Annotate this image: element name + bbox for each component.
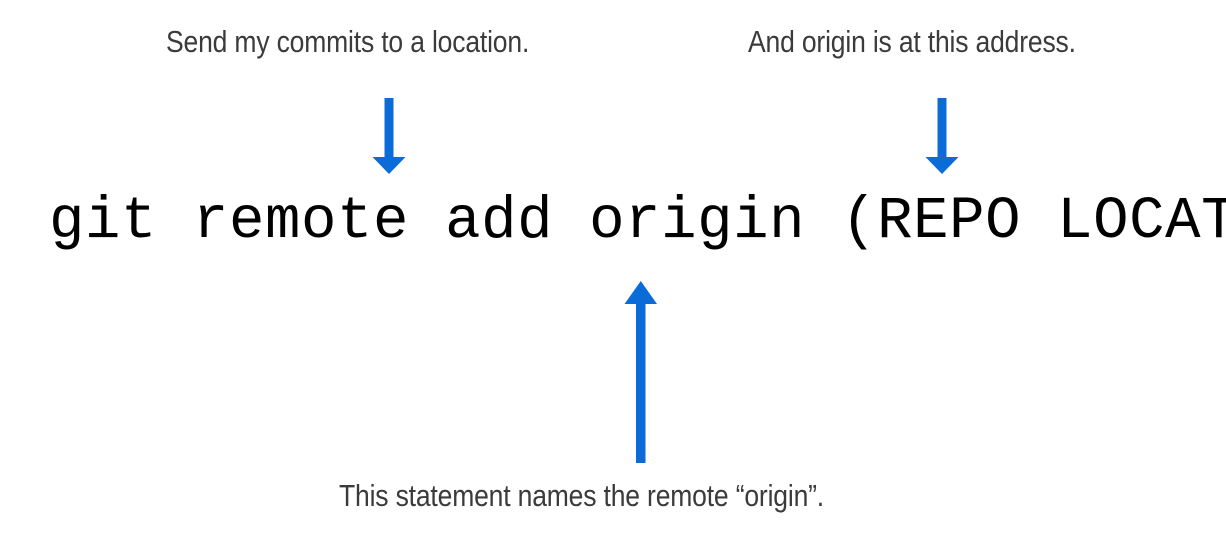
arrow-up-center-icon — [624, 281, 657, 463]
annotation-caption-top-left: Send my commits to a location. — [166, 24, 530, 59]
annotation-caption-bottom: This statement names the remote “origin”… — [339, 478, 825, 513]
arrow-down-right-icon — [925, 98, 959, 174]
arrow-down-left-icon — [372, 98, 406, 174]
git-command-text: git remote add origin (REPO LOCATION) — [49, 188, 1226, 255]
annotation-caption-top-right: And origin is at this address. — [748, 24, 1076, 59]
